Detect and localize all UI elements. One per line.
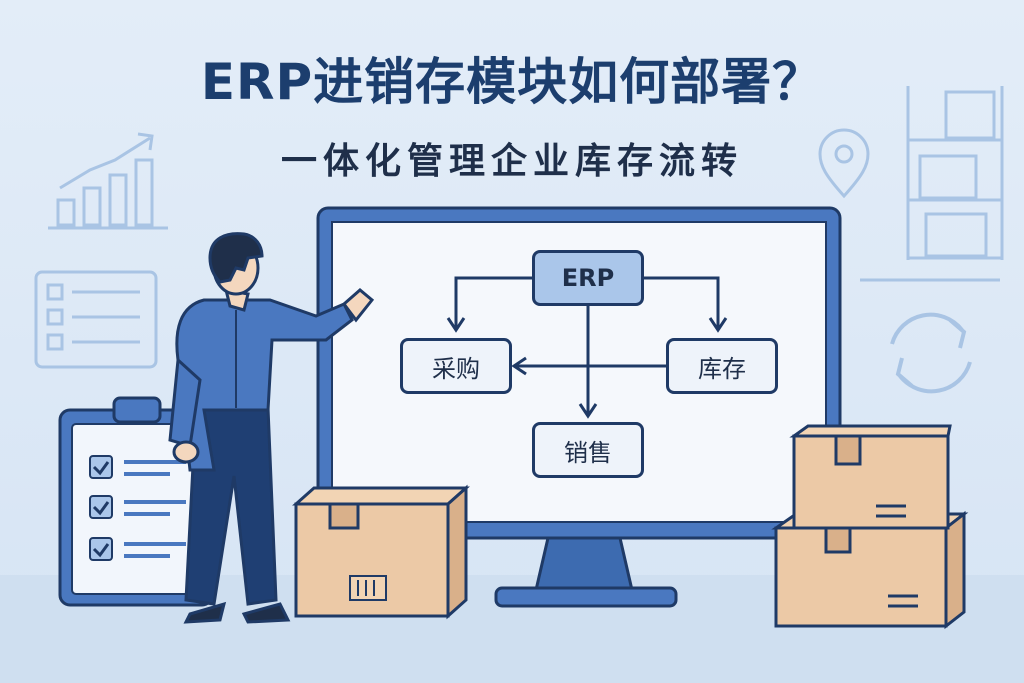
clipboard-icon — [58, 396, 214, 607]
location-pin-icon — [818, 128, 870, 199]
diagram-node-purchase: 采购 — [400, 338, 512, 394]
cardboard-box-icon — [292, 484, 470, 620]
monitor-icon — [316, 206, 842, 608]
cardboard-box-stack-icon — [771, 424, 969, 630]
diagram-node-erp: ERP — [532, 250, 644, 306]
refresh-cycle-icon — [890, 312, 972, 394]
diagram-node-sales: 销售 — [532, 422, 644, 478]
checklist-icon — [34, 270, 158, 369]
shelving-icon — [860, 86, 1004, 282]
page-title: ERP进销存模块如何部署？ — [200, 53, 824, 111]
page-subtitle: 一体化管理企业库存流转 — [280, 141, 743, 182]
growth-chart-icon — [48, 132, 168, 230]
person-presenter-icon — [168, 232, 375, 624]
diagram-node-inventory: 库存 — [666, 338, 778, 394]
flow-arrows — [446, 276, 728, 419]
